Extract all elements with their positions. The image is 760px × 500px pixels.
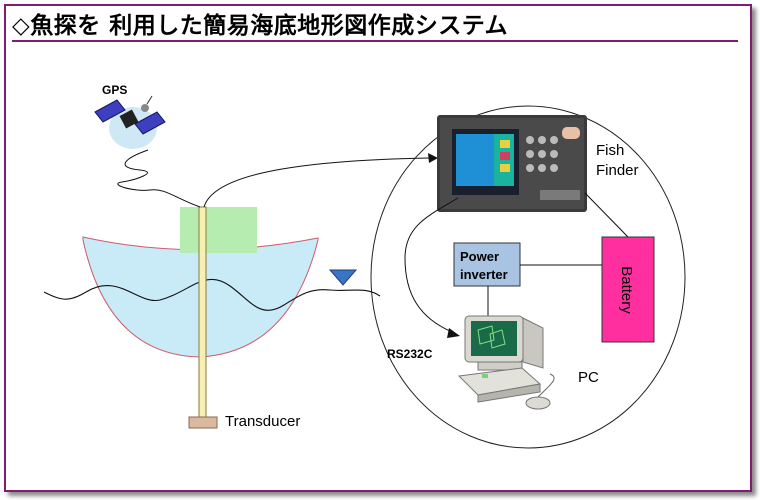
gps-label: GPS [102,83,127,97]
cable-arrowhead [428,153,438,163]
gps-signal-line [117,149,201,208]
power-inverter-label-line1: Power [460,249,499,264]
power-inverter-box [453,242,521,287]
fish-finder-label-line1: Fish [596,142,624,159]
pc-computer-icon [457,315,555,410]
equipment-ellipse [370,105,686,449]
title-underline [12,40,738,42]
battery-label: Battery [618,266,635,314]
battery-box [601,236,655,343]
slide-title: ◇魚探を 利用した簡易海底地形図作成システム [12,13,509,39]
boat-to-fishfinder-cable [203,157,431,208]
gps-satellite-icon [94,95,166,149]
boat-box [180,207,257,253]
seabed-line [43,279,381,311]
power-inverter-label-line2: inverter [460,267,508,282]
rs232c-arrowhead [447,328,460,338]
transducer-label: Transducer [225,413,300,430]
rs232c-cable [404,197,459,333]
fish-finder-device [437,115,587,212]
transducer-head [188,416,218,429]
buoy-marker [328,269,358,286]
rs232c-label: RS232C [387,347,433,361]
fish-finder-label-line2: Finder [596,162,639,179]
transducer-pole [198,206,207,418]
pc-label: PC [578,369,599,386]
fishfinder-battery-line [584,192,629,238]
